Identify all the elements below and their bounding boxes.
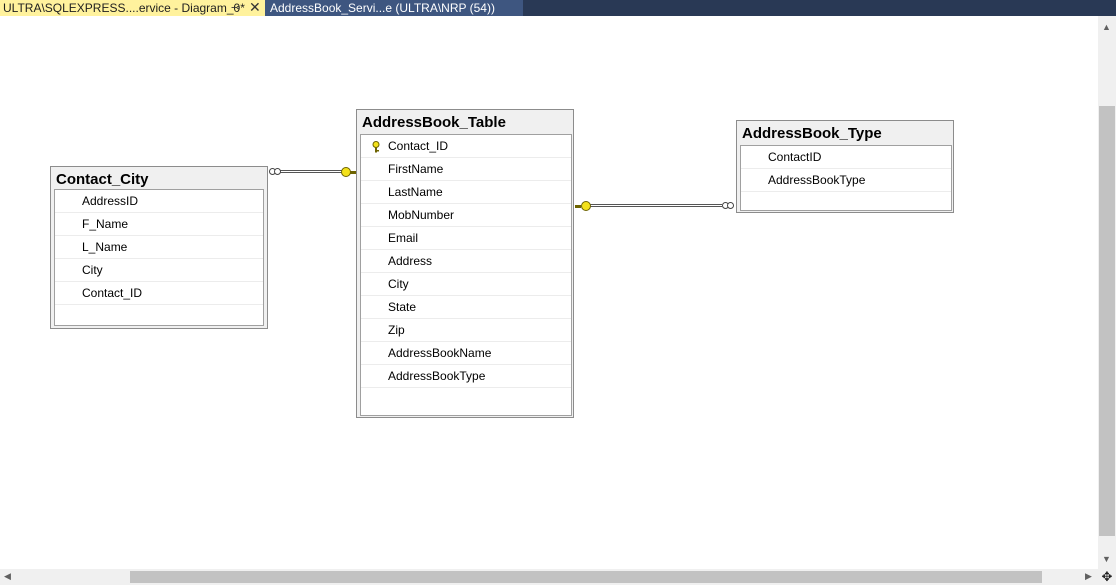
tab-query[interactable]: AddressBook_Servi...e (ULTRA\NRP (54)) — [265, 0, 523, 16]
column-row[interactable]: AddressBookType — [361, 365, 571, 388]
vertical-scrollbar[interactable]: ▲ ▼ — [1098, 16, 1116, 569]
column-row[interactable]: Contact_ID — [361, 135, 571, 158]
many-end-icon — [722, 202, 734, 209]
key-end-tail — [575, 205, 581, 208]
horizontal-scroll-thumb[interactable] — [130, 571, 1042, 583]
column-row[interactable]: Address — [361, 250, 571, 273]
tab-query-title: AddressBook_Servi...e (ULTRA\NRP (54)) — [270, 1, 495, 15]
tab-diagram-title: ULTRA\SQLEXPRESS....ervice - Diagram_0* — [3, 1, 245, 15]
diagram-canvas[interactable]: Contact_City AddressID F_Name L_Name Cit… — [0, 16, 1098, 569]
close-icon[interactable]: ✕ — [249, 0, 261, 15]
column-name: ContactID — [768, 150, 822, 164]
column-name: Zip — [388, 323, 405, 337]
column-name: Email — [388, 231, 419, 245]
column-name: FirstName — [388, 162, 444, 176]
table-addressbook-table[interactable]: AddressBook_Table Contact_ID FirstName L… — [356, 109, 574, 418]
table-title: AddressBook_Type — [742, 125, 882, 142]
table-title: Contact_City — [56, 171, 149, 188]
column-name: Contact_ID — [82, 286, 143, 300]
column-name: L_Name — [82, 240, 128, 254]
column-name: MobNumber — [388, 208, 455, 222]
table-addressbook-type[interactable]: AddressBook_Type ContactID AddressBookTy… — [736, 120, 954, 213]
column-name: AddressBookType — [388, 369, 486, 383]
column-row[interactable]: LastName — [361, 181, 571, 204]
column-row[interactable]: MobNumber — [361, 204, 571, 227]
key-end-icon — [581, 201, 591, 211]
tab-diagram[interactable]: ULTRA\SQLEXPRESS....ervice - Diagram_0* … — [0, 0, 265, 16]
table-contact-city[interactable]: Contact_City AddressID F_Name L_Name Cit… — [50, 166, 268, 329]
scroll-up-icon[interactable]: ▲ — [1102, 22, 1111, 32]
column-name: LastName — [388, 185, 443, 199]
many-end-icon — [269, 168, 281, 175]
column-row[interactable]: Email — [361, 227, 571, 250]
column-row[interactable]: Contact_ID — [55, 282, 263, 305]
column-row[interactable]: AddressBookType — [741, 169, 951, 192]
column-row[interactable]: AddressBookName — [361, 342, 571, 365]
relationship-line[interactable] — [280, 170, 344, 173]
column-name: City — [82, 263, 103, 277]
pan-icon[interactable]: ✥ — [1098, 569, 1116, 585]
column-name: AddressBookName — [388, 346, 492, 360]
column-row[interactable]: L_Name — [55, 236, 263, 259]
scroll-left-icon[interactable]: ◀ — [4, 571, 11, 581]
column-row[interactable]: City — [55, 259, 263, 282]
column-name: AddressID — [82, 194, 139, 208]
column-row[interactable]: FirstName — [361, 158, 571, 181]
table-title: AddressBook_Table — [362, 114, 506, 131]
column-grid: ContactID AddressBookType — [740, 145, 952, 211]
key-end-tail — [350, 171, 356, 174]
scroll-down-icon[interactable]: ▼ — [1102, 554, 1111, 564]
vertical-scroll-thumb[interactable] — [1099, 106, 1115, 536]
column-name: Contact_ID — [388, 139, 449, 153]
column-name: Address — [388, 254, 433, 268]
column-name: AddressBookType — [768, 173, 866, 187]
column-row[interactable]: State — [361, 296, 571, 319]
column-name: F_Name — [82, 217, 129, 231]
horizontal-scrollbar[interactable]: ◀ ▶ — [0, 569, 1098, 585]
relationship-line[interactable] — [590, 204, 722, 207]
scroll-right-icon[interactable]: ▶ — [1085, 571, 1092, 581]
column-row[interactable]: F_Name — [55, 213, 263, 236]
column-grid: AddressID F_Name L_Name City Contact_ID — [54, 189, 264, 326]
column-row[interactable]: ContactID — [741, 146, 951, 169]
column-name: State — [388, 300, 417, 314]
column-row[interactable]: AddressID — [55, 190, 263, 213]
column-grid: Contact_ID FirstName LastName MobNumber … — [360, 134, 572, 416]
column-name: City — [388, 277, 409, 291]
primary-key-icon — [372, 141, 380, 153]
pin-icon[interactable]: ⊸ — [231, 2, 241, 14]
column-row[interactable]: Zip — [361, 319, 571, 342]
document-tab-strip: ULTRA\SQLEXPRESS....ervice - Diagram_0* … — [0, 0, 1116, 16]
column-row[interactable]: City — [361, 273, 571, 296]
